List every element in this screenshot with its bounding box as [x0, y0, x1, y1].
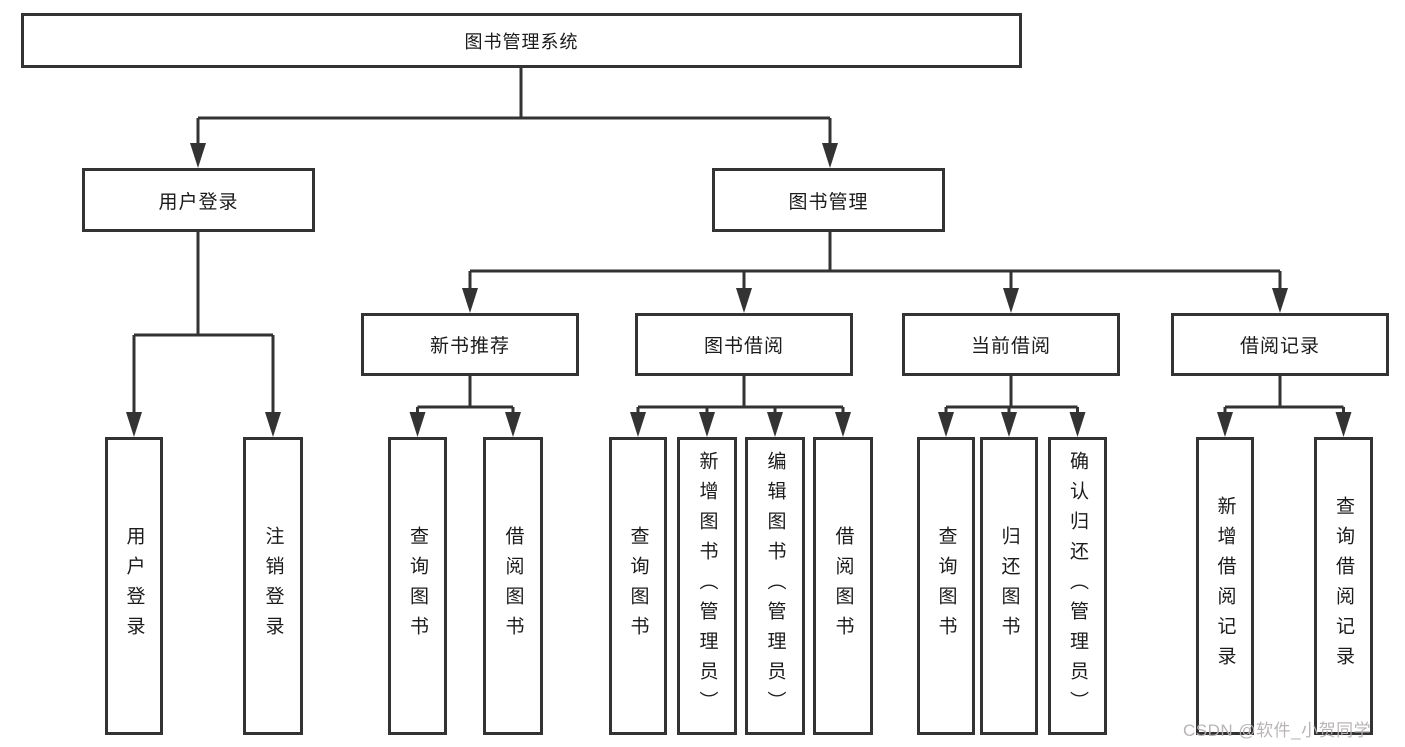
leaf-borrow-books: 借阅图书 — [813, 437, 873, 735]
leaf-label: 查询图书 — [935, 526, 957, 646]
leaf-query-books-current: 查询图书 — [917, 437, 975, 735]
leaf-label: 查询图书 — [407, 526, 428, 646]
leaf-label: 借阅图书 — [832, 526, 854, 646]
node-label: 借阅记录 — [1239, 336, 1320, 357]
leaf-user-login: 用户登录 — [105, 437, 163, 735]
leaf-logout: 注销登录 — [243, 437, 303, 735]
csdn-watermark: CSDN @软件_小贺同学 — [1183, 721, 1372, 740]
leaf-label: 用户登录 — [123, 526, 145, 646]
leaf-label: 新增图书（管理员） — [696, 451, 718, 721]
leaf-borrow-books-recommend: 借阅图书 — [483, 437, 543, 735]
node-label: 当前借阅 — [970, 336, 1051, 357]
node-borrowing-records: 借阅记录 — [1171, 313, 1389, 376]
node-label: 图书管理 — [788, 191, 869, 213]
node-book-management: 图书管理 — [712, 168, 945, 232]
leaf-label: 归还图书 — [998, 526, 1020, 646]
leaf-query-books-borrowing: 查询图书 — [609, 437, 667, 735]
leaf-label: 新增借阅记录 — [1214, 496, 1236, 676]
leaf-label: 查询借阅记录 — [1333, 496, 1354, 676]
leaf-add-borrow-record: 新增借阅记录 — [1196, 437, 1254, 735]
node-label: 图书管理系统 — [464, 31, 579, 52]
leaf-label: 借阅图书 — [502, 526, 524, 646]
leaf-add-books-admin: 新增图书（管理员） — [677, 437, 737, 735]
leaf-label: 注销登录 — [262, 526, 284, 646]
node-label: 新书推荐 — [429, 336, 510, 357]
leaf-query-books-recommend: 查询图书 — [388, 437, 447, 735]
leaf-return-books: 归还图书 — [980, 437, 1038, 735]
leaf-query-borrow-record: 查询借阅记录 — [1314, 437, 1373, 735]
node-label: 用户登录 — [158, 191, 239, 213]
leaf-label: 确认归还（管理员） — [1067, 451, 1088, 721]
node-current-borrowing: 当前借阅 — [902, 313, 1120, 376]
node-new-book-recommendation: 新书推荐 — [361, 313, 579, 376]
node-label: 图书借阅 — [703, 336, 784, 357]
leaf-label: 编辑图书（管理员） — [764, 451, 786, 721]
node-user-login: 用户登录 — [82, 168, 315, 232]
leaf-label: 查询图书 — [627, 526, 649, 646]
leaf-confirm-return-admin: 确认归还（管理员） — [1048, 437, 1107, 735]
node-library-management-system: 图书管理系统 — [21, 13, 1022, 68]
leaf-edit-books-admin: 编辑图书（管理员） — [745, 437, 805, 735]
node-book-borrowing: 图书借阅 — [635, 313, 853, 376]
